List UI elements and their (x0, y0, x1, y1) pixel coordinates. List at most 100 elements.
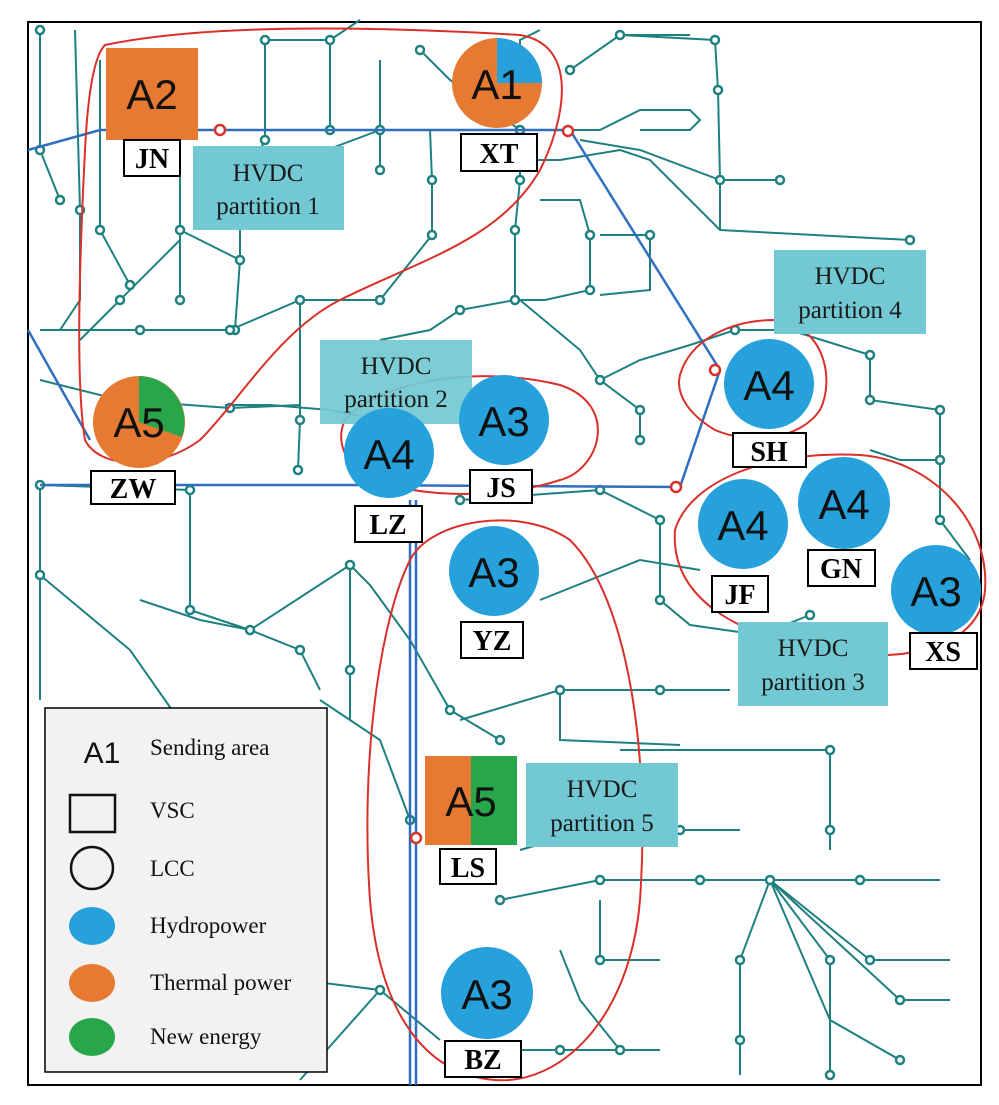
bus-node (654, 594, 666, 606)
bus-node (244, 624, 256, 636)
bus-node (294, 644, 306, 656)
legend-item-thermal-power: Thermal power (69, 964, 291, 1002)
tag-JN: JN (123, 139, 181, 177)
hvdc-terminal (708, 363, 722, 377)
bus-node (824, 744, 836, 756)
bus-node (54, 194, 66, 206)
tag-ZW-text: ZW (110, 474, 157, 505)
bus-node (654, 514, 666, 526)
converter-stations: A2 A1 A5 A4 A3 A4 (93, 38, 981, 1039)
bus-node (292, 464, 304, 476)
partition-2-subtitle: partition 2 (344, 386, 447, 413)
station-SH-area: A4 (743, 362, 794, 409)
bus-node (184, 484, 196, 496)
tag-GN: GN (807, 549, 876, 587)
bus-node (614, 29, 626, 41)
partition-2-title: HVDC (361, 353, 432, 380)
tag-BZ: BZ (444, 1040, 522, 1078)
bus-node (454, 494, 466, 506)
ac-line (769, 879, 901, 1061)
hvdc-terminal (213, 123, 227, 137)
bus-node (259, 34, 271, 46)
ac-line (379, 199, 591, 341)
station-LZ: A4 (344, 408, 434, 498)
station-JF-symbol (698, 479, 788, 569)
station-BZ-area: A3 (461, 971, 512, 1018)
bus-node (584, 284, 596, 296)
tag-BZ-text: BZ (464, 1045, 501, 1076)
legend-item-sending-area: A1 Sending area (84, 735, 270, 770)
partition-4-subtitle: partition 4 (798, 297, 902, 324)
tag-LZ-text: LZ (369, 510, 406, 541)
ac-line (459, 689, 730, 721)
bus-node (34, 569, 46, 581)
hvdc-line (678, 369, 722, 488)
bus-node (509, 294, 521, 306)
ac-line (520, 148, 911, 241)
tag-XS: XS (909, 632, 978, 670)
bus-node (594, 874, 606, 886)
bus-node (564, 64, 576, 76)
bus-node (934, 404, 946, 416)
partition-label-3: HVDC partition 3 (738, 622, 888, 706)
bus-node (514, 174, 526, 186)
bus-node (894, 1054, 906, 1066)
ac-line (179, 229, 241, 261)
legend-item-lcc: LCC (69, 845, 195, 891)
station-LZ-area: A4 (363, 431, 414, 478)
ac-line (620, 749, 831, 850)
tag-YZ: YZ (460, 621, 524, 659)
partition-1-title: HVDC (233, 160, 304, 187)
station-LS: A5 (425, 756, 517, 845)
station-YZ-area: A3 (468, 549, 519, 596)
station-XT-hydro-slice (497, 38, 542, 83)
station-XT: A1 (452, 38, 542, 128)
hvdc-line (568, 129, 722, 371)
bus-node (584, 229, 596, 241)
station-JS-symbol (459, 375, 549, 465)
station-ZW: A5 (93, 376, 185, 468)
tag-SH-text: SH (750, 437, 788, 468)
legend-hydropower-label: Hydropower (150, 913, 267, 938)
legend-vsc-label: VSC (150, 798, 195, 823)
tag-LZ: LZ (354, 505, 423, 543)
tag-LS-text: LS (451, 853, 485, 884)
bus-node (444, 704, 456, 716)
bus-node (634, 434, 646, 446)
tag-JF: JF (711, 575, 769, 613)
legend-item-new-energy: New energy (69, 1018, 262, 1056)
bus-node (184, 604, 196, 616)
station-JN-area: A2 (126, 71, 177, 118)
tag-YZ-text: YZ (473, 626, 512, 657)
bus-node (644, 229, 656, 241)
bus-node (614, 1044, 626, 1056)
station-BZ-symbol (441, 947, 533, 1039)
station-LZ-symbol (344, 408, 434, 498)
station-GN: A4 (798, 457, 890, 549)
station-GN-area: A4 (818, 481, 869, 528)
station-ZW-new-energy-slice (139, 376, 185, 437)
partition-5-title: HVDC (567, 776, 638, 803)
bus-node (824, 954, 836, 966)
bus-node (454, 304, 466, 316)
tag-LS: LS (439, 848, 497, 885)
bus-node (324, 34, 336, 46)
station-XS-area: A3 (910, 568, 961, 615)
station-JN: A2 (106, 48, 198, 140)
bus-node (224, 402, 236, 414)
bus-node (714, 174, 726, 186)
bus-node (94, 224, 106, 236)
ac-line (739, 879, 771, 1075)
bus-node (734, 1034, 746, 1046)
bus-node (426, 174, 438, 186)
bus-node (864, 394, 876, 406)
partition-labels: HVDC partition 1 HVDC partition 2 HVDC p… (193, 146, 926, 847)
station-JN-symbol (106, 48, 198, 140)
partition-1-outline (78, 27, 563, 464)
bus-node (414, 44, 426, 56)
tag-JN-text: JN (135, 144, 169, 175)
bus-node (509, 224, 521, 236)
tag-JS-text: JS (486, 473, 516, 504)
partition-3-subtitle: partition 3 (761, 669, 864, 696)
bus-node (174, 294, 186, 306)
